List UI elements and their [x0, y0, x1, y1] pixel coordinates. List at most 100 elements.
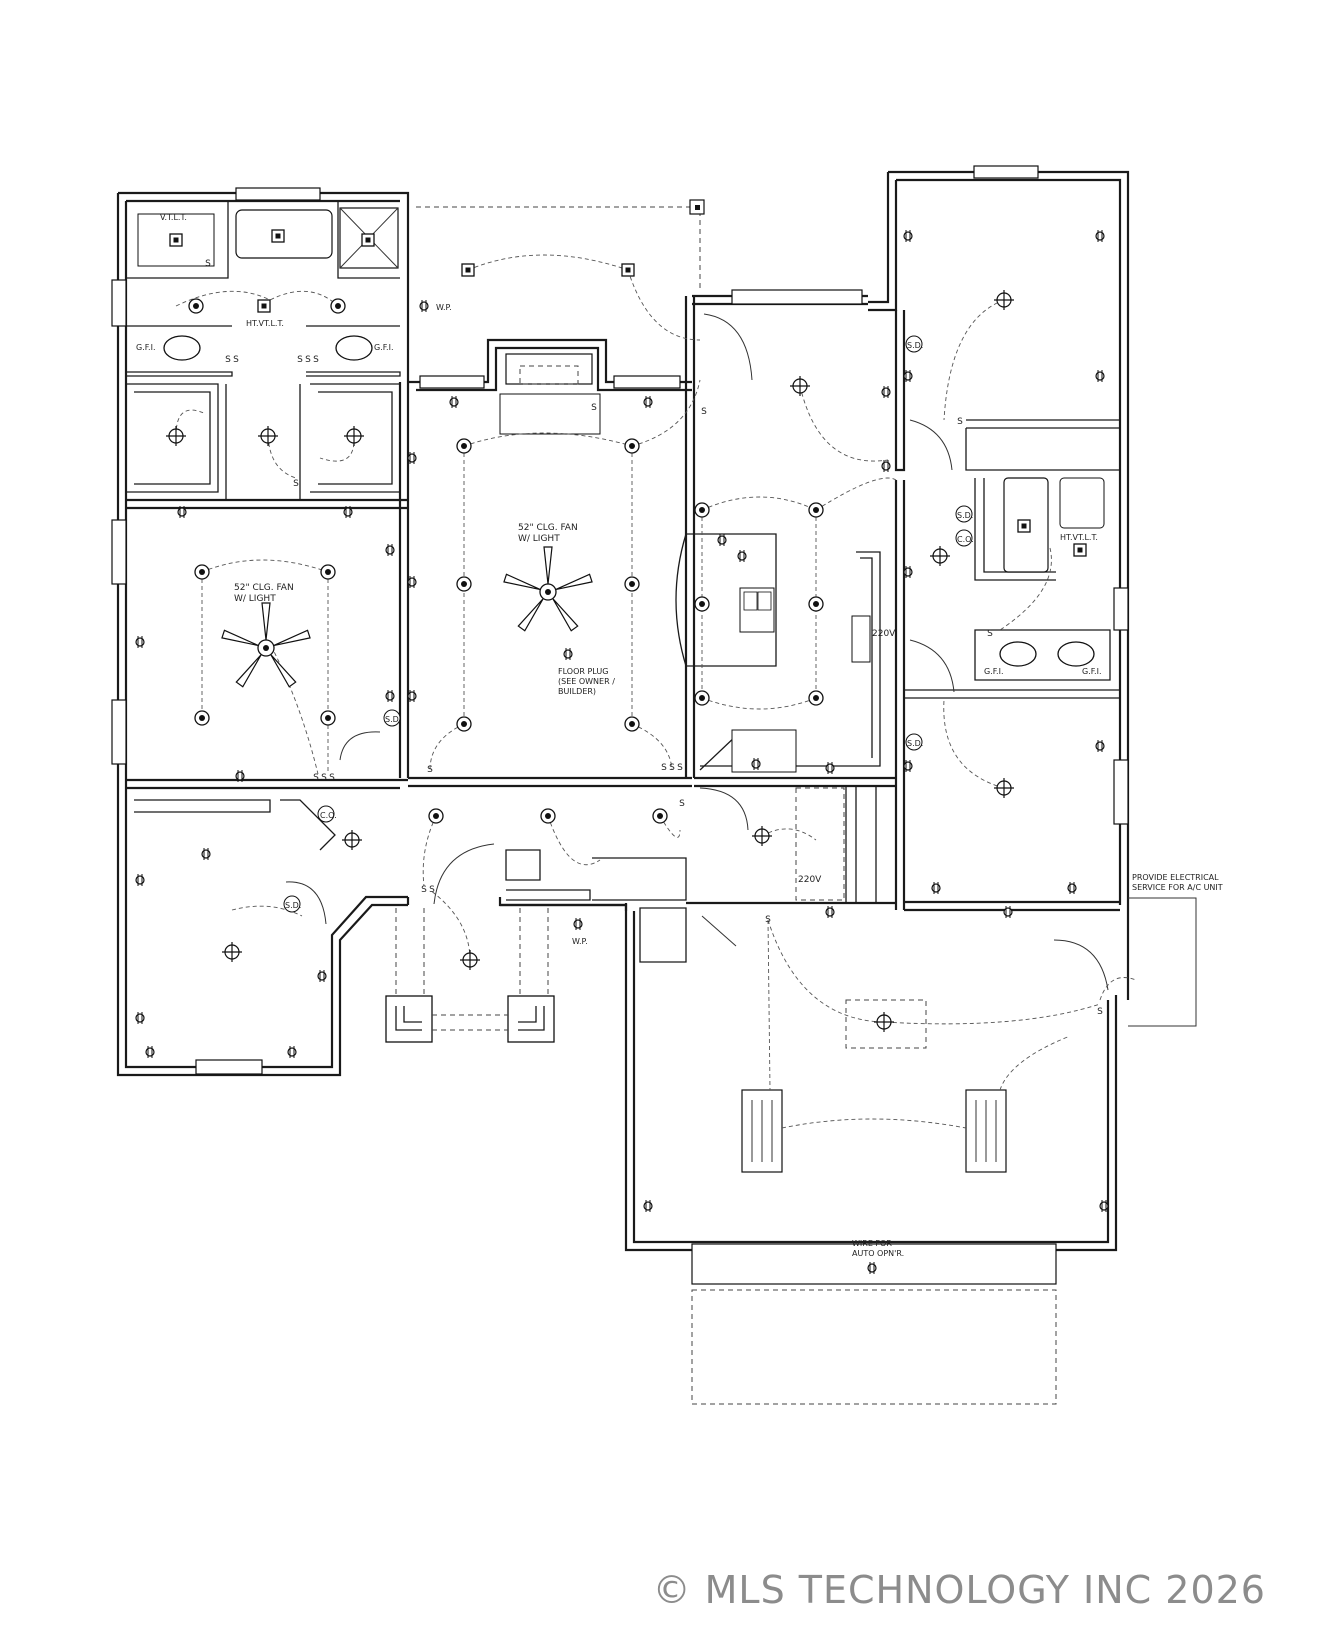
vent-light-icon — [271, 229, 285, 243]
ceiling-light — [808, 690, 824, 706]
ceiling-light — [540, 808, 556, 824]
switch-icon — [297, 355, 304, 365]
outlet-icon — [407, 689, 417, 703]
exterior-walls — [116, 170, 1130, 1252]
outlet-icon — [1095, 369, 1105, 383]
outlet-icon — [407, 451, 417, 465]
label-fan-living: 52" CLG. FAN — [518, 523, 578, 533]
vent-light-icon — [1073, 543, 1087, 557]
outlet-icon — [419, 299, 429, 313]
label-wp-front: W.P. — [572, 937, 588, 946]
outlet-icon — [135, 1011, 145, 1025]
label-220v-range: 220V — [872, 629, 896, 639]
switch-icon — [421, 885, 428, 895]
ceiling-fan-icon — [503, 546, 593, 632]
switch-icon — [957, 417, 964, 427]
switch-icon — [677, 763, 684, 773]
outlet-icon — [145, 1045, 155, 1059]
outlet-icon — [903, 759, 913, 773]
switch-icon — [233, 355, 240, 365]
ceiling-light — [624, 716, 640, 732]
switch-icon — [427, 765, 434, 775]
ceiling-light — [194, 710, 210, 726]
label-sd: S.D. — [907, 739, 923, 748]
switch-icon — [329, 773, 336, 783]
label-co: C.O. — [957, 535, 974, 544]
ceiling-light — [808, 502, 824, 518]
outlet-icon — [903, 369, 913, 383]
outlet-icon — [1095, 229, 1105, 243]
ceiling-light — [428, 808, 444, 824]
switch-icon — [225, 355, 232, 365]
switch-icon — [701, 407, 708, 417]
outlet-icon — [717, 533, 727, 547]
patio — [416, 199, 705, 435]
ceiling-light — [694, 596, 710, 612]
door-swings — [285, 313, 1109, 991]
kitchen-island — [675, 533, 871, 901]
light-fixture — [751, 825, 773, 847]
ceiling-light — [652, 808, 668, 824]
ceiling-light — [694, 502, 710, 518]
label-sd: S.D. — [957, 511, 973, 520]
outlet-icon — [385, 543, 395, 557]
light-fixture — [343, 425, 365, 447]
switch-icon — [661, 763, 668, 773]
light-fixture — [221, 941, 243, 963]
switches — [205, 259, 1104, 1017]
ceiling-light — [456, 716, 472, 732]
label-floor-plug: FLOOR PLUG — [558, 667, 608, 676]
label-sd: S.D. — [285, 901, 301, 910]
label-garage-opener: AUTO OPN'R. — [852, 1249, 904, 1258]
label-fan-master: 52" CLG. FAN — [234, 583, 294, 593]
light-fixture — [873, 1011, 895, 1033]
outlet-icon — [385, 689, 395, 703]
light-fixture — [993, 777, 1015, 799]
label-floor-plug: (SEE OWNER / — [558, 677, 615, 686]
garage-opener-units — [741, 999, 1007, 1173]
vent-light-icon — [621, 263, 635, 277]
switch-icon — [313, 355, 320, 365]
outlet-icon — [1067, 881, 1077, 895]
vent-light-icon — [1017, 519, 1031, 533]
label-sd: S.D. — [907, 341, 923, 350]
light-fixture — [257, 425, 279, 447]
ceiling-light — [808, 596, 824, 612]
ceiling-fan-icon — [221, 602, 311, 688]
ceiling-light — [624, 438, 640, 454]
outlet-icon — [903, 229, 913, 243]
vent-light-icon — [361, 233, 375, 247]
outlet-icon — [135, 635, 145, 649]
ceiling-light — [694, 690, 710, 706]
outlet-icon — [643, 395, 653, 409]
ceiling-light — [194, 564, 210, 580]
interior-walls — [126, 201, 1120, 963]
annotations: V.T.L.T. HT.VT.L.T. G.F.I. G.F.I. W.P. 5… — [136, 213, 1223, 1258]
label-fan-master: W/ LIGHT — [234, 594, 276, 604]
outlet-icon — [135, 873, 145, 887]
switch-icon — [293, 479, 300, 489]
label-co: C.O. — [320, 811, 337, 820]
switch-icon — [429, 885, 436, 895]
label-220v-dryer: 220V — [798, 875, 822, 885]
label-gfi: G.F.I. — [1082, 667, 1102, 676]
label-htvtlt-master: HT.VT.L.T. — [246, 319, 284, 328]
ceiling-light — [188, 298, 204, 314]
outlet-icon — [931, 881, 941, 895]
ceiling-light — [456, 576, 472, 592]
vent-light-icon — [257, 299, 271, 313]
label-ac-service: SERVICE FOR A/C UNIT — [1132, 883, 1223, 892]
windows — [111, 165, 1129, 1405]
outlet-icon — [903, 565, 913, 579]
copyright-watermark: © MLS TECHNOLOGY INC 2026 — [652, 1568, 1266, 1612]
outlet-icon — [573, 917, 583, 931]
switch-icon — [1097, 1007, 1104, 1017]
label-fan-living: W/ LIGHT — [518, 534, 560, 544]
label-sd: S.D. — [385, 715, 401, 724]
label-htvtlt-bath2: HT.VT.L.T. — [1060, 533, 1098, 542]
floor-plug-icon — [563, 647, 573, 661]
switch-icon — [305, 355, 312, 365]
light-fixture — [789, 375, 811, 397]
outlet-icon — [1095, 739, 1105, 753]
